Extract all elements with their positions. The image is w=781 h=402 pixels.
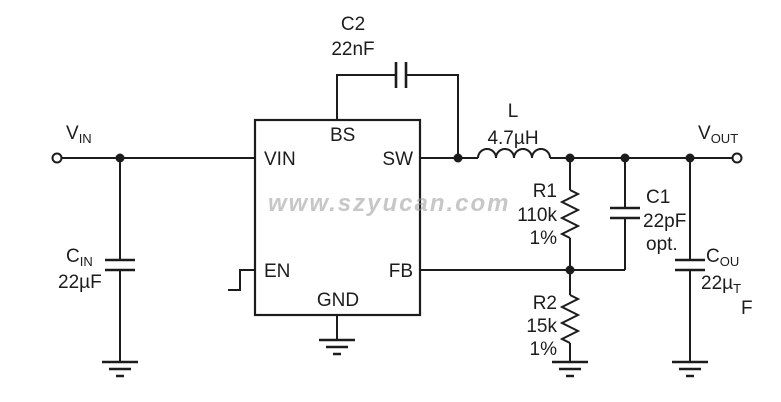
r2-tolerance-label: 1% <box>530 339 558 360</box>
resistor-r2-zigzag <box>559 294 581 344</box>
capacitor-cin-plates <box>105 258 135 272</box>
cin-ref-main: C <box>66 246 80 267</box>
wire-bs-c2-loop <box>336 74 459 158</box>
cout-value-label: 22µT <box>701 273 741 296</box>
ic-pin-en-label: EN <box>264 261 290 282</box>
junction-dot <box>565 265 575 275</box>
r1-tolerance-label: 1% <box>530 228 558 249</box>
cin-ref-sub: IN <box>80 254 93 269</box>
resistor-r1-zigzag <box>559 189 581 239</box>
terminal-vin <box>51 152 63 164</box>
r1-value-label: 110k <box>517 205 557 226</box>
ground-symbol-r2 <box>552 360 588 378</box>
terminal-vout <box>731 152 743 164</box>
cout-value-sub: T <box>733 281 741 296</box>
capacitor-c2-plates <box>394 62 408 88</box>
ic-pin-sw-label: SW <box>382 149 413 170</box>
ground-symbol-ic <box>319 338 355 356</box>
c1-value-label: 22pF <box>643 211 686 232</box>
vin-port-label-main: V <box>66 123 79 144</box>
vout-port-label: VOUT <box>698 123 738 146</box>
capacitor-cout-plates <box>675 258 705 272</box>
l-ref-label: L <box>508 101 519 122</box>
junction-dot <box>115 153 125 163</box>
vout-port-label-main: V <box>698 123 711 144</box>
junction-dot <box>685 153 695 163</box>
inductor-l-coil <box>477 148 551 159</box>
watermark-text: www.szyucan.com <box>268 190 511 217</box>
c2-value-label: 22nF <box>331 39 374 60</box>
vout-port-label-sub: OUT <box>711 131 739 146</box>
cout-value-main: 22µ <box>701 273 733 294</box>
cin-ref-label: CIN <box>66 246 93 269</box>
vin-port-label: VIN <box>66 123 92 146</box>
ic-pin-gnd-label: GND <box>317 290 359 311</box>
ic-pin-bs-label: BS <box>330 125 355 146</box>
r1-ref-label: R1 <box>533 181 557 202</box>
c1-ref-label: C1 <box>646 187 670 208</box>
r2-value-label: 15k <box>526 316 557 337</box>
cout-ref-sub: OU <box>720 254 740 269</box>
r2-ref-label: R2 <box>533 293 557 314</box>
ic-body <box>253 118 422 317</box>
capacitor-c1-plates <box>610 206 640 220</box>
cout-ref-main: C <box>706 246 720 267</box>
ic-pin-fb-label: FB <box>389 261 413 282</box>
cout-ref-label: COU <box>706 246 739 269</box>
en-step-signal <box>228 269 255 291</box>
cout-value-overflow-label: F <box>741 298 753 319</box>
ic-pin-vin-label: VIN <box>264 149 296 170</box>
junction-dot <box>620 153 630 163</box>
cin-value-label: 22µF <box>58 272 102 293</box>
junction-dot <box>453 153 463 163</box>
ground-symbol-cin <box>102 360 138 378</box>
c2-ref-label: C2 <box>341 14 365 35</box>
vin-port-label-sub: IN <box>79 131 92 146</box>
junction-dot <box>565 153 575 163</box>
ground-symbol-cout <box>672 360 708 378</box>
c1-note-label: opt. <box>646 234 678 255</box>
l-value-label: 4.7µH <box>487 128 538 149</box>
